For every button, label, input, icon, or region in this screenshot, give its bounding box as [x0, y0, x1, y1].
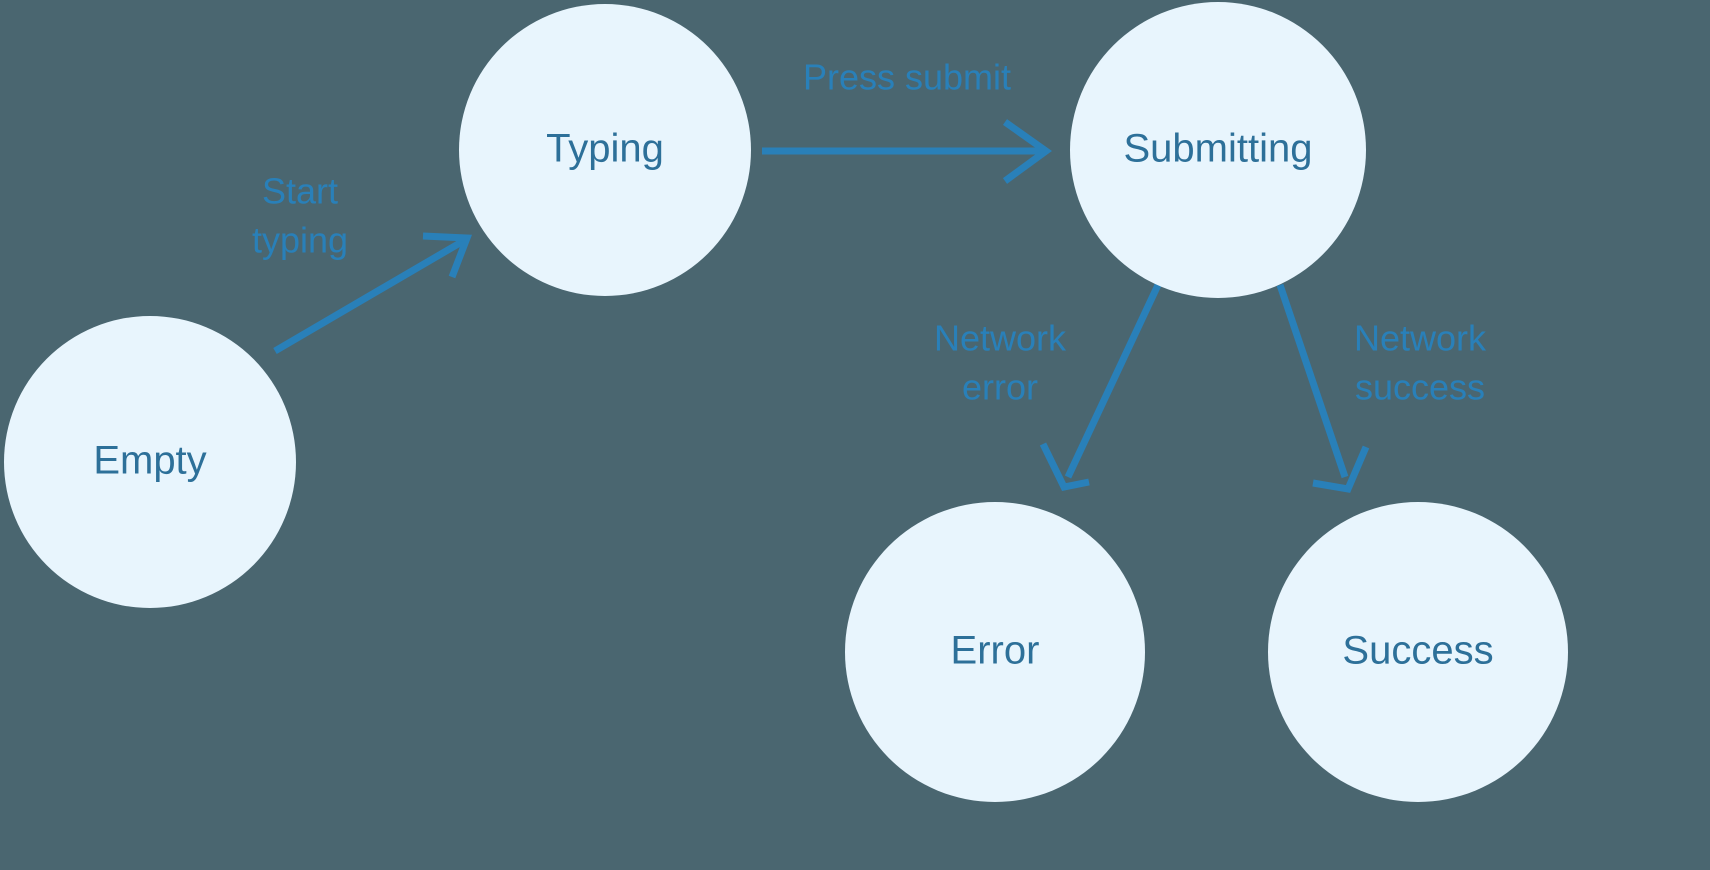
edge-submitting-to-success	[1276, 283, 1370, 493]
state-node-typing[interactable]: Typing	[459, 4, 751, 296]
edge-submitting-to-error	[1039, 283, 1162, 491]
edge-label-line-1: Start	[262, 171, 338, 212]
state-label-error: Error	[951, 629, 1040, 673]
edge-line-empty-to-typing	[273, 236, 467, 355]
edge-typing-to-submitting	[762, 119, 1052, 184]
edge-line-submitting-to-error	[1064, 283, 1162, 479]
state-circle-success[interactable]	[1268, 502, 1568, 802]
edge-label-network-error: Network error	[934, 318, 1067, 408]
edge-label-start-typing: Start typing	[252, 171, 348, 261]
edge-label-line-1: Press submit	[803, 57, 1011, 98]
arrowhead-typing-to-submitting	[1002, 119, 1052, 184]
state-circle-typing[interactable]	[459, 4, 751, 296]
state-label-typing: Typing	[546, 127, 664, 171]
edge-label-press-submit: Press submit	[803, 57, 1011, 98]
state-node-empty[interactable]: Empty	[4, 316, 296, 608]
edge-label-line-2: error	[962, 367, 1038, 408]
state-label-success: Success	[1342, 629, 1493, 673]
edge-line-submitting-to-success	[1276, 283, 1349, 479]
state-node-error[interactable]: Error	[845, 502, 1145, 802]
edge-label-network-success: Network success	[1354, 318, 1487, 408]
state-label-submitting: Submitting	[1124, 127, 1313, 171]
state-label-empty: Empty	[93, 439, 206, 483]
arrowhead-submitting-to-error	[1039, 442, 1090, 491]
edge-empty-to-typing	[273, 232, 473, 355]
state-circle-empty[interactable]	[4, 316, 296, 608]
edge-label-line-1: Network	[1354, 318, 1487, 359]
arrowhead-empty-to-typing	[422, 232, 473, 279]
state-circle-submitting[interactable]	[1070, 2, 1366, 298]
arrowhead-submitting-to-success	[1312, 445, 1370, 493]
edge-label-line-2: success	[1355, 367, 1485, 408]
edge-label-line-2: typing	[252, 220, 348, 261]
state-circle-error[interactable]	[845, 502, 1145, 802]
state-node-success[interactable]: Success	[1268, 502, 1568, 802]
state-node-submitting[interactable]: Submitting	[1070, 2, 1366, 298]
edge-label-line-1: Network	[934, 318, 1067, 359]
